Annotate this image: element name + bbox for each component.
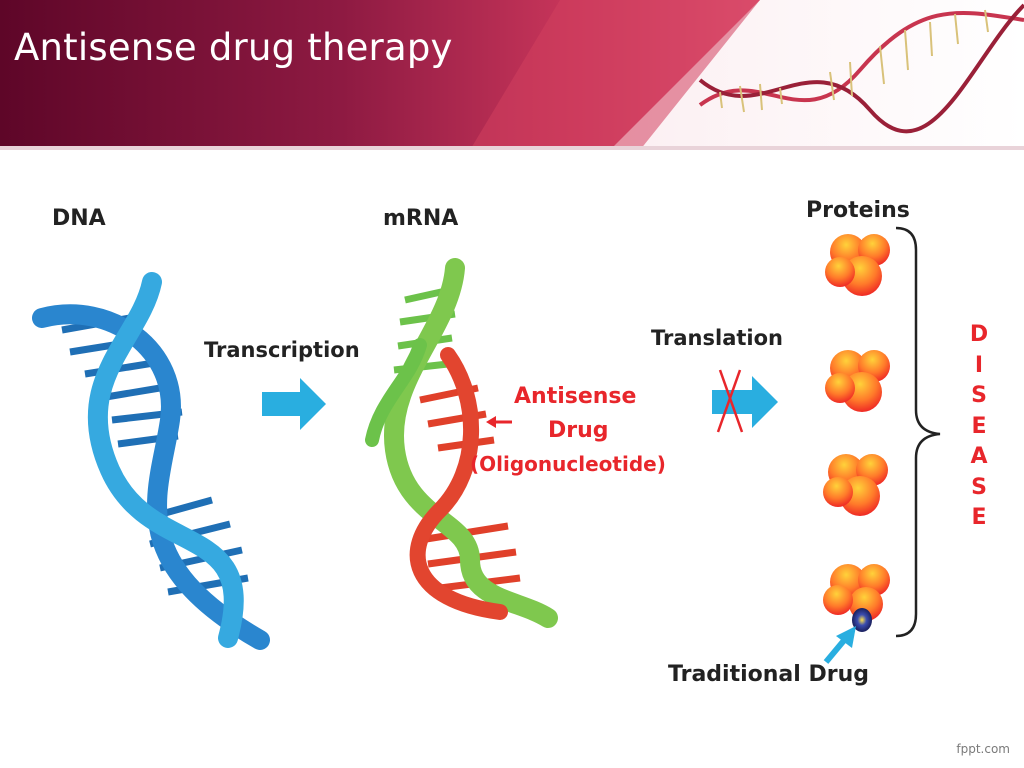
header-dna-helix-icon <box>698 3 1024 134</box>
header-background <box>0 0 1024 150</box>
disease-letter: E <box>971 505 987 530</box>
proteins-label: Proteins <box>806 198 910 223</box>
protein-blob-icon-4 <box>823 564 890 621</box>
disease-letter: S <box>971 474 987 500</box>
antisense-pointer-icon <box>486 416 512 428</box>
mrna-helix-icon <box>365 258 558 628</box>
watermark: fppt.com <box>956 742 1010 756</box>
translation-label: Translation <box>651 326 783 350</box>
antisense-label-line3: (Oligonucleotide) <box>470 452 666 476</box>
brace-icon <box>895 226 941 638</box>
disease-letter: D <box>969 322 989 347</box>
transcription-arrow-icon <box>262 378 326 430</box>
disease-label: D I S E A S E <box>964 320 994 534</box>
dna-helix-icon <box>32 272 270 650</box>
protein-blob-icon-2 <box>825 350 890 412</box>
mrna-label: mRNA <box>383 206 459 231</box>
protein-blob-icon-3 <box>823 454 888 516</box>
transcription-label: Transcription <box>204 338 360 362</box>
traditional-drug-label: Traditional Drug <box>668 662 869 687</box>
antisense-label-line1: Antisense <box>514 384 637 409</box>
cross-icon <box>716 369 744 433</box>
translation-arrow-icon <box>712 376 778 428</box>
antisense-label-line2: Drug <box>548 418 609 443</box>
disease-letter: S <box>971 383 987 408</box>
antisense-diagram <box>32 226 941 664</box>
drug-molecule-icon <box>852 608 872 632</box>
slide-header: Antisense drug therapy <box>0 0 1024 150</box>
dna-label: DNA <box>52 206 106 231</box>
protein-blob-icon-1 <box>825 234 890 296</box>
disease-letter: I <box>974 352 984 378</box>
disease-letter: E <box>971 413 987 439</box>
disease-letter: A <box>970 444 988 469</box>
traditional-drug-arrow-icon <box>823 626 856 664</box>
slide-title: Antisense drug therapy <box>14 26 453 69</box>
